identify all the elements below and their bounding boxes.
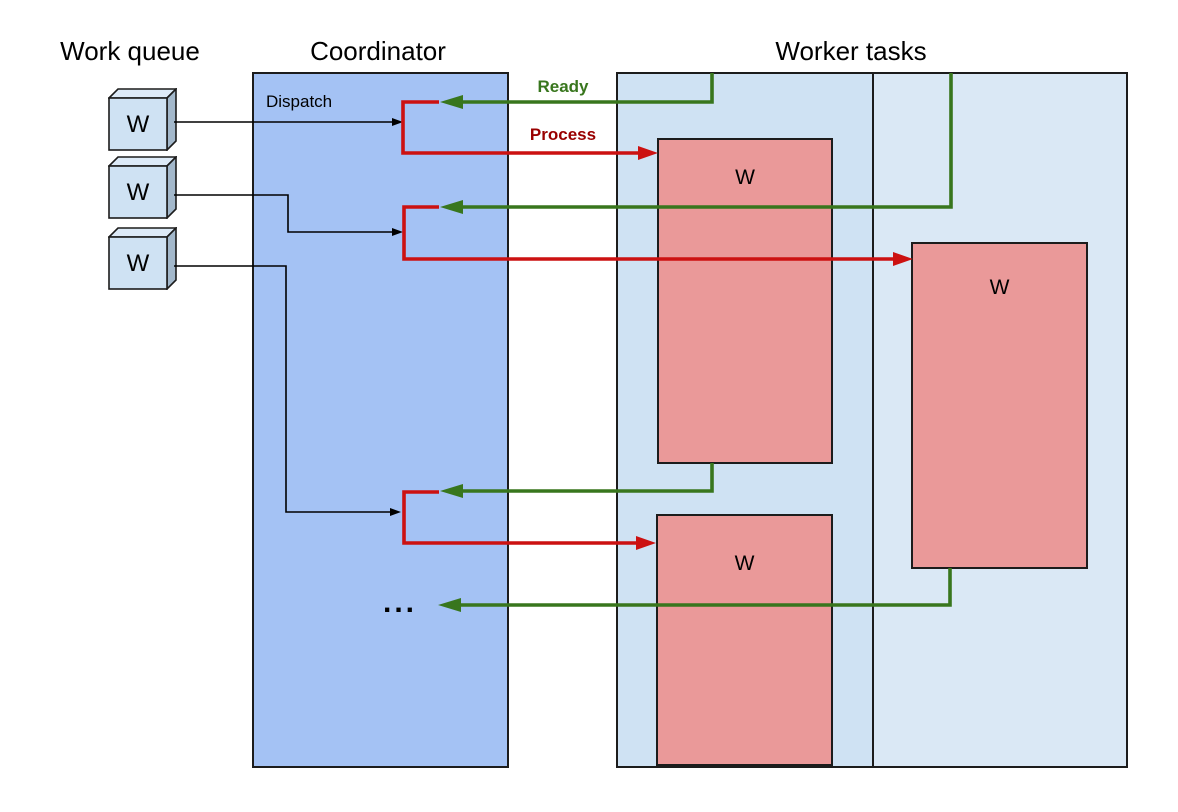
- cube-top-face: [108, 227, 177, 238]
- coordinator-box: Dispatch ...: [252, 72, 509, 768]
- cube-front-face: [108, 97, 168, 151]
- dispatch-label: Dispatch: [266, 92, 333, 111]
- cube-front-face: [108, 165, 168, 219]
- more-tasks-indicator: ...: [383, 586, 418, 619]
- worker-task-label: W: [735, 166, 755, 189]
- worker-task-box-1: W: [657, 138, 833, 464]
- work-item-label: W: [127, 179, 150, 206]
- process-label: Process: [529, 125, 597, 144]
- worker-task-label: W: [734, 552, 755, 575]
- cube-top-face: [108, 88, 177, 99]
- work-item-cube-2: W: [108, 156, 177, 219]
- cube-front-face: [108, 236, 168, 290]
- cube-side-face: [166, 88, 177, 151]
- work-item-label: W: [127, 111, 150, 138]
- coordinator-title: Coordinator: [310, 36, 446, 66]
- worker-task-label: W: [989, 276, 1010, 299]
- cube-side-face: [166, 227, 177, 290]
- ready-label: Ready: [537, 77, 589, 96]
- worker-task-box-2: W: [911, 242, 1088, 569]
- work-item-cube-3: W: [108, 227, 177, 290]
- work-item-cube-1: W: [108, 88, 177, 151]
- cube-top-face: [108, 156, 177, 167]
- worker-tasks-title: Worker tasks: [775, 36, 927, 66]
- cube-side-face: [166, 156, 177, 219]
- work-item-label: W: [127, 250, 150, 277]
- work-queue-title: Work queue: [60, 36, 200, 66]
- worker-task-box-3: W: [656, 514, 833, 766]
